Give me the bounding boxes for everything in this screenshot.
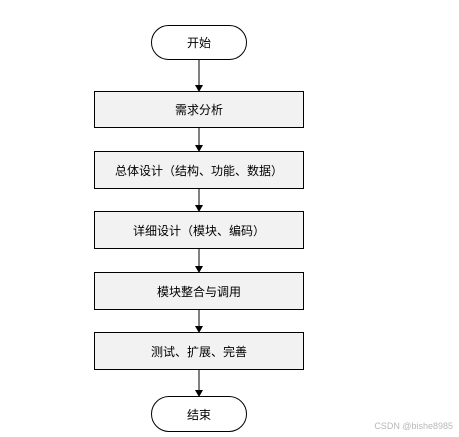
end-node: 结束	[151, 396, 247, 432]
step-label: 测试、扩展、完善	[150, 344, 247, 359]
start-node-label: 开始	[186, 36, 211, 50]
step-overall-design: 总体设计（结构、功能、数据）	[94, 151, 304, 189]
step-label: 详细设计（模块、编码）	[132, 223, 265, 238]
step-label: 模块整合与调用	[156, 284, 241, 299]
end-node-label: 结束	[186, 407, 211, 422]
step-label: 需求分析	[174, 103, 223, 117]
step-testing-extension: 测试、扩展、完善	[94, 332, 304, 370]
start-node: 开始	[151, 25, 247, 60]
step-requirements-analysis: 需求分析	[94, 91, 304, 128]
step-detailed-design: 详细设计（模块、编码）	[94, 211, 304, 249]
step-label: 总体设计（结构、功能、数据）	[114, 163, 283, 178]
watermark: CSDN @bishe8985	[374, 421, 453, 431]
step-module-integration: 模块整合与调用	[94, 272, 304, 310]
